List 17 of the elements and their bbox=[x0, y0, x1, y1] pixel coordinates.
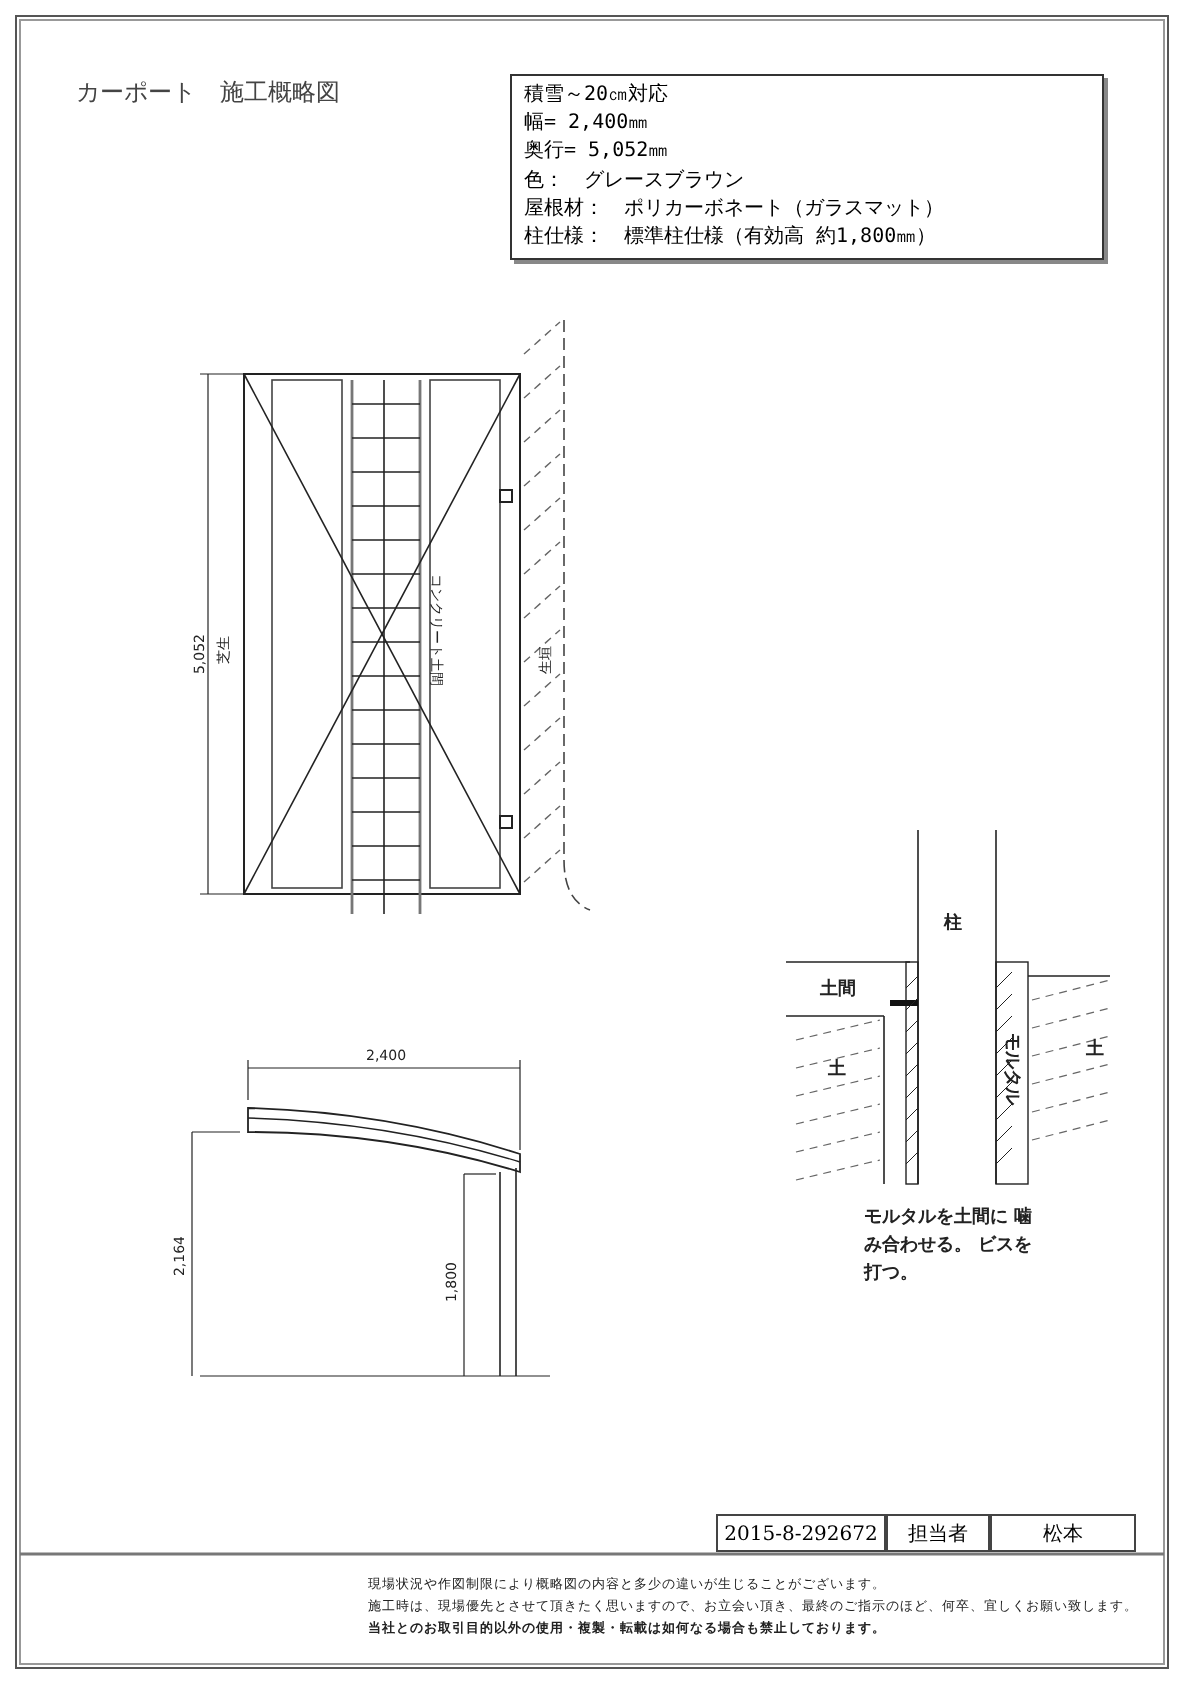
part-label: 土間 bbox=[820, 976, 856, 1002]
table-cell: 担当者 bbox=[886, 1514, 990, 1552]
table-cell: 2015-8-292672 bbox=[716, 1514, 886, 1552]
table-cell: 松本 bbox=[990, 1514, 1136, 1552]
spec-line: 幅= 2,400㎜ bbox=[524, 110, 651, 139]
part-label: 柱 bbox=[944, 911, 962, 936]
instruction-note: モルタルを土間に 噛み合わせる。 ビスを打つ。 bbox=[864, 1204, 1035, 1288]
part-label: 土 bbox=[828, 1056, 846, 1082]
spec-line: 色： グレースブラウン bbox=[524, 167, 746, 196]
spec-box bbox=[510, 74, 1104, 261]
spec-line: 奥行= 5,052㎜ bbox=[524, 138, 671, 167]
part-label: 土 bbox=[1086, 1036, 1104, 1062]
spec-line: 柱仕様： 標準柱仕様（有効高 約1,800㎜） bbox=[524, 224, 939, 253]
part-label: モルタル bbox=[999, 1033, 1023, 1105]
spec-line: 屋根材： ポリカーボネート（ガラスマット） bbox=[524, 195, 946, 224]
drawing-title: カーポート 施工概略図 bbox=[76, 76, 340, 110]
spec-line: 積雪～20㎝対応 bbox=[524, 82, 671, 110]
